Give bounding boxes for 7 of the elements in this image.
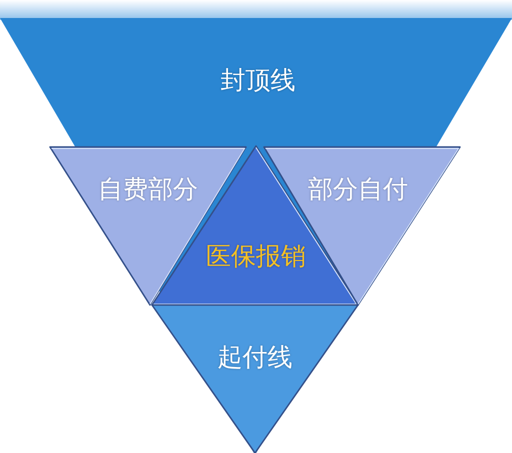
region-label: 封顶线 — [220, 64, 296, 96]
region-label: 起付线 — [218, 342, 292, 374]
region-label: 自费部分 — [98, 174, 198, 206]
region-label: 医保报销 — [206, 240, 306, 272]
bottom-triangle — [152, 305, 358, 453]
region-label: 部分自付 — [308, 174, 408, 206]
funnel-triangle — [0, 18, 512, 453]
